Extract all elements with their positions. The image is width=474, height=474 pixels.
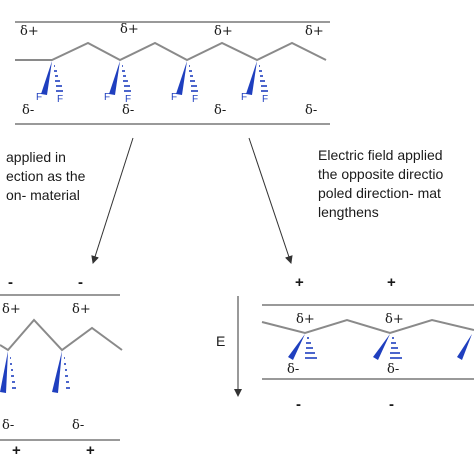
top-fluorine-group-3 xyxy=(176,61,198,95)
left-bottom-sign-2: + xyxy=(86,442,95,459)
right-polymer-backbone xyxy=(261,318,474,335)
right-delta-minus-2: δ- xyxy=(387,362,400,377)
left-caption: applied in ection as the on- material xyxy=(6,148,85,205)
left-caption-line-3: on- material xyxy=(6,187,80,203)
right-fluorine-group-2 xyxy=(373,334,402,360)
top-delta-plus-3: δ+ xyxy=(214,24,233,39)
left-fluorine-group-2 xyxy=(52,351,70,393)
top-delta-minus-2: δ- xyxy=(122,103,135,118)
top-polymer-backbone xyxy=(15,41,327,62)
right-caption-line-1: Electric field applied xyxy=(318,147,443,163)
top-fluorine-group-2 xyxy=(109,61,131,95)
right-delta-minus-1: δ- xyxy=(287,362,300,377)
left-down-arrow xyxy=(91,137,134,264)
top-fluorine-label-1a: F xyxy=(36,92,43,103)
top-delta-plus-5: δ+ xyxy=(305,24,324,39)
left-fluorine-group-1 xyxy=(0,351,16,393)
right-down-arrow xyxy=(248,137,293,264)
right-top-sign-2: + xyxy=(387,274,396,291)
top-fluorine-label-3b: F xyxy=(192,94,199,105)
left-delta-minus-1: δ- xyxy=(2,418,15,433)
left-delta-minus-2: δ- xyxy=(72,418,85,433)
top-fluorine-group-4 xyxy=(246,61,268,95)
top-fluorine-label-4a: F xyxy=(241,92,248,103)
left-delta-plus-2: δ+ xyxy=(72,302,91,317)
right-top-sign-1: + xyxy=(295,274,304,291)
electric-field-label: E xyxy=(216,333,226,349)
top-fluorine-label-2b: F xyxy=(125,94,132,105)
top-fluorine-label-4b: F xyxy=(262,94,269,105)
top-fluorine-group-1 xyxy=(41,61,63,95)
top-delta-minus-1: δ- xyxy=(22,103,35,118)
top-fluorine-label-2a: F xyxy=(104,92,111,103)
right-delta-plus-2: δ+ xyxy=(385,312,404,327)
left-delta-plus-1: δ+ xyxy=(2,302,21,317)
right-caption-line-4: lengthens xyxy=(318,204,379,220)
right-fluorine-group-1 xyxy=(288,334,317,360)
right-bottom-sign-1: - xyxy=(296,396,301,413)
top-delta-minus-4: δ- xyxy=(305,103,318,118)
top-fluorine-label-3a: F xyxy=(171,92,178,103)
right-delta-plus-1: δ+ xyxy=(296,312,315,327)
right-caption-line-3: poled direction- mat xyxy=(318,185,441,201)
left-caption-line-1: applied in xyxy=(6,149,66,165)
left-top-sign-2: - xyxy=(78,274,83,291)
top-fluorine-label-1b: F xyxy=(57,94,64,105)
left-top-sign-1: - xyxy=(8,274,13,291)
right-caption: Electric field applied the opposite dire… xyxy=(318,146,443,222)
right-caption-line-2: the opposite directio xyxy=(318,166,444,182)
top-delta-plus-1: δ+ xyxy=(20,24,39,39)
top-delta-minus-3: δ- xyxy=(214,103,227,118)
left-caption-line-2: ection as the xyxy=(6,168,86,184)
right-bottom-sign-2: - xyxy=(389,396,394,413)
top-delta-plus-2: δ+ xyxy=(120,22,139,37)
left-bottom-sign-1: + xyxy=(12,442,21,459)
right-fluorine-group-3 xyxy=(457,334,472,360)
left-polymer-backbone xyxy=(0,318,123,352)
